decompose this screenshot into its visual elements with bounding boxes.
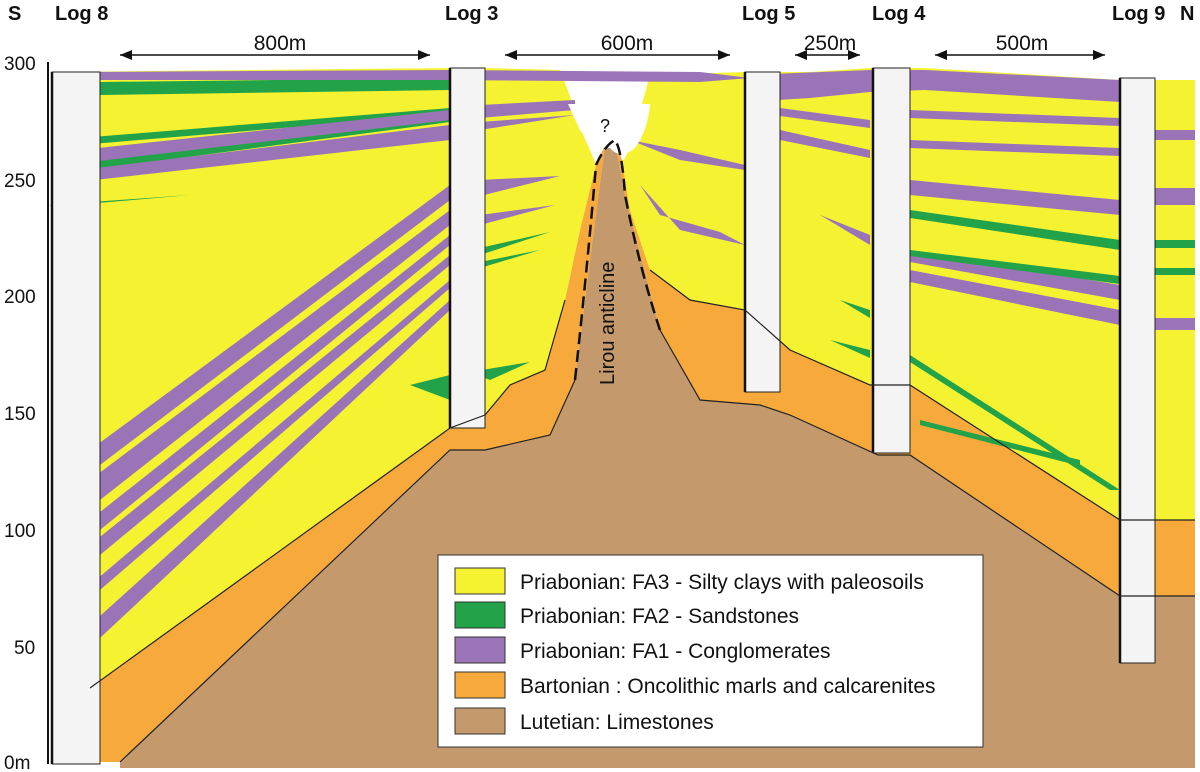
- log3-label: Log 3: [445, 3, 498, 25]
- legend-swatch-fa2: [454, 601, 506, 629]
- distance-log3-log5: 600m: [505, 32, 730, 60]
- y-tick-200: 200: [4, 287, 36, 308]
- log8-column: [51, 71, 101, 765]
- legend-box: [437, 554, 984, 748]
- y-tick-150: 150: [4, 404, 36, 425]
- anticline-label: Lirou anticline: [597, 262, 619, 385]
- distance-log4-log9: 500m: [935, 32, 1105, 60]
- log4-column: [872, 67, 911, 454]
- legend-label-fa1: Priabonian: FA1 - Conglomerates: [520, 640, 831, 663]
- legend-label-bartonian: Bartonian : Oncolithic marls and calcare…: [520, 675, 936, 698]
- distance-label-800: 800m: [254, 32, 307, 55]
- log5-column: [744, 71, 781, 393]
- legend-item-lutetian: Lutetian: Limestones: [454, 707, 714, 735]
- fa1-conglomerates-east: [630, 70, 1195, 330]
- south-label: S: [8, 3, 21, 25]
- y-tick-0: 0m: [4, 753, 30, 772]
- legend-swatch-lutetian: [454, 707, 506, 735]
- log-headers: S Log 8 Log 3 Log 5 Log 4 Log 9 N: [8, 3, 1194, 25]
- distance-log5-log4: 250m: [795, 32, 860, 60]
- log-base-lines: [50, 68, 1122, 764]
- legend-label-fa3: Priabonian: FA3 - Silty clays with paleo…: [520, 571, 924, 594]
- bartonian-marls-area: [52, 140, 1195, 762]
- distance-markers: 800m 600m 250m 500m: [120, 32, 1105, 60]
- legend: Priabonian: FA3 - Silty clays with paleo…: [437, 554, 984, 748]
- distance-label-250: 250m: [804, 32, 857, 55]
- anticline-outline: [573, 138, 662, 381]
- log3-column: [449, 67, 486, 429]
- legend-swatch-fa3: [454, 567, 506, 595]
- legend-swatch-fa1: [454, 636, 506, 664]
- legend-item-fa1: Priabonian: FA1 - Conglomerates: [454, 636, 831, 664]
- log9-column: [1119, 77, 1156, 664]
- y-axis: 300 250 200 150 100 50 0m: [4, 54, 49, 772]
- distance-label-600: 600m: [601, 32, 654, 55]
- unit-boundaries: [89, 269, 1195, 763]
- distance-log8-log3: 800m: [120, 32, 430, 60]
- fa1-conglomerates-west: [80, 70, 750, 638]
- log5-label: Log 5: [742, 3, 795, 25]
- log8-label: Log 8: [55, 3, 108, 25]
- legend-label-fa2: Priabonian: FA2 - Sandstones: [520, 605, 799, 628]
- north-label: N: [1180, 3, 1194, 25]
- unknown-zone: [568, 104, 650, 154]
- log4-label: Log 4: [872, 3, 926, 25]
- log9-label: Log 9: [1112, 3, 1165, 25]
- fa2-sandstones-east: [830, 210, 1195, 490]
- y-tick-50: 50: [14, 638, 35, 659]
- unknown-marker: ?: [600, 116, 610, 136]
- legend-label-lutetian: Lutetian: Limestones: [520, 711, 714, 734]
- y-tick-250: 250: [4, 171, 36, 192]
- legend-item-fa2: Priabonian: FA2 - Sandstones: [454, 601, 799, 629]
- legend-swatch-bartonian: [454, 671, 506, 699]
- y-tick-100: 100: [4, 521, 36, 542]
- y-tick-300: 300: [4, 54, 36, 75]
- legend-item-fa3: Priabonian: FA3 - Silty clays with paleo…: [454, 567, 924, 595]
- legend-item-bartonian: Bartonian : Oncolithic marls and calcare…: [454, 671, 936, 699]
- log-columns: [51, 67, 1156, 765]
- distance-label-500: 500m: [996, 32, 1049, 55]
